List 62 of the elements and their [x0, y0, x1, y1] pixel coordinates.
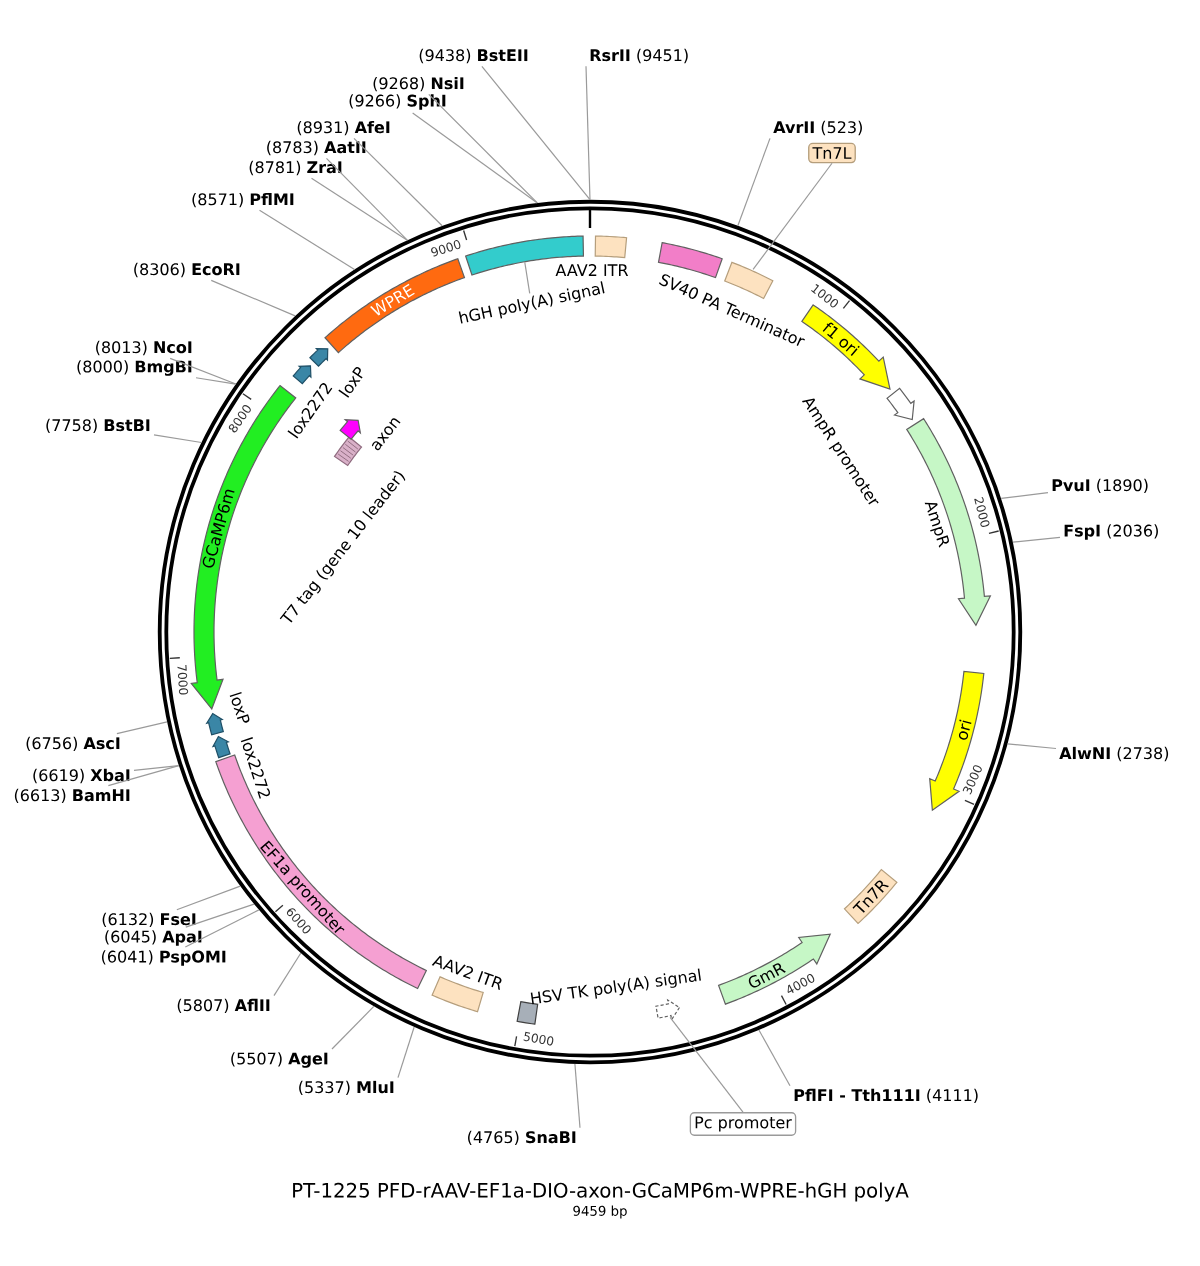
leader-line [331, 1005, 375, 1050]
enzyme-site-label: (8783) AatII [267, 140, 366, 156]
enzyme-site-label: (8571) PflMI [192, 192, 294, 208]
leader-line [325, 157, 408, 241]
enzyme-site-label: (8000) BmgBI [77, 360, 192, 376]
leader-line [116, 721, 168, 735]
enzyme-site-label: (6132) FseI [102, 912, 196, 928]
enzyme-site-label: (7758) BstBI [46, 418, 150, 434]
leader-line [585, 65, 591, 201]
leader-line [185, 903, 255, 928]
leader-line [176, 885, 241, 911]
leader-line [258, 209, 356, 271]
leader-line [574, 1063, 581, 1129]
enzyme-site-label: (6619) XbaI [33, 768, 130, 784]
feature-block [211, 735, 231, 759]
leader-line [428, 93, 538, 204]
leader-line [310, 177, 408, 241]
enzyme-site-label: PflFI - Tth111I (4111) [794, 1088, 978, 1104]
feature-label: AmpR [924, 502, 949, 548]
enzyme-site-label: (8306) EcoRI [134, 262, 240, 278]
enzyme-site-label: AvrII (523) [773, 120, 862, 136]
feature-tag: Tn7L [808, 142, 856, 164]
leader-line [737, 137, 771, 227]
leader-line [1007, 743, 1057, 750]
leader-line [481, 65, 591, 201]
enzyme-site-label: (4765) SnaBI [468, 1130, 576, 1146]
enzyme-site-label: (8781) ZraI [249, 160, 342, 176]
leader-line [195, 377, 237, 385]
feature-label: AAV2 ITR [431, 955, 502, 990]
leader-line [169, 357, 237, 385]
enzyme-site-label: (5807) AflII [177, 998, 270, 1014]
leader-line [397, 1026, 415, 1079]
enzyme-site-label: (8013) NcoI [96, 340, 192, 356]
leader-line [353, 137, 443, 227]
leader-line [273, 952, 302, 997]
enzyme-site-label: (6045) ApaI [105, 930, 202, 946]
leader-line [524, 261, 531, 294]
enzyme-site-label: AlwNI (2738) [1059, 746, 1169, 762]
leader-line [107, 765, 180, 787]
leader-line [669, 1016, 744, 1113]
leader-line [133, 765, 180, 771]
enzyme-site-label: (5337) MluI [299, 1080, 394, 1096]
feature-label: HSV TK poly(A) signal [530, 968, 701, 1005]
leader-line [412, 112, 538, 204]
leader-line [153, 434, 202, 444]
enzyme-site-label: (9438) BstEII [419, 48, 528, 64]
enzyme-site-label: PvuI (1890) [1052, 478, 1148, 494]
title: PT-1225 PFD-rAAV-EF1a-DIO-axon-GCaMP6m-WPRE-hGH polyA [293, 1182, 909, 1202]
enzyme-site-label: (9266) SphI [349, 94, 446, 110]
leader-line [1012, 536, 1061, 543]
enzyme-site-label: FspI (2036) [1064, 524, 1158, 540]
leader-line [184, 909, 260, 948]
leader-line [1000, 491, 1049, 500]
leader-line [758, 1029, 791, 1087]
enzyme-site-label: RsrII (9451) [590, 48, 688, 64]
enzyme-site-label: (8931) AfeI [297, 120, 390, 136]
enzyme-site-label: (5507) AgeI [231, 1052, 328, 1068]
leader-line [210, 279, 296, 317]
enzyme-site-label: (6756) AscI [26, 736, 120, 752]
feature-tag: Pc promoter [689, 1112, 797, 1136]
enzyme-site-label: (6613) BamHI [14, 788, 130, 804]
enzyme-site-label: (9268) NsiI [373, 76, 464, 92]
